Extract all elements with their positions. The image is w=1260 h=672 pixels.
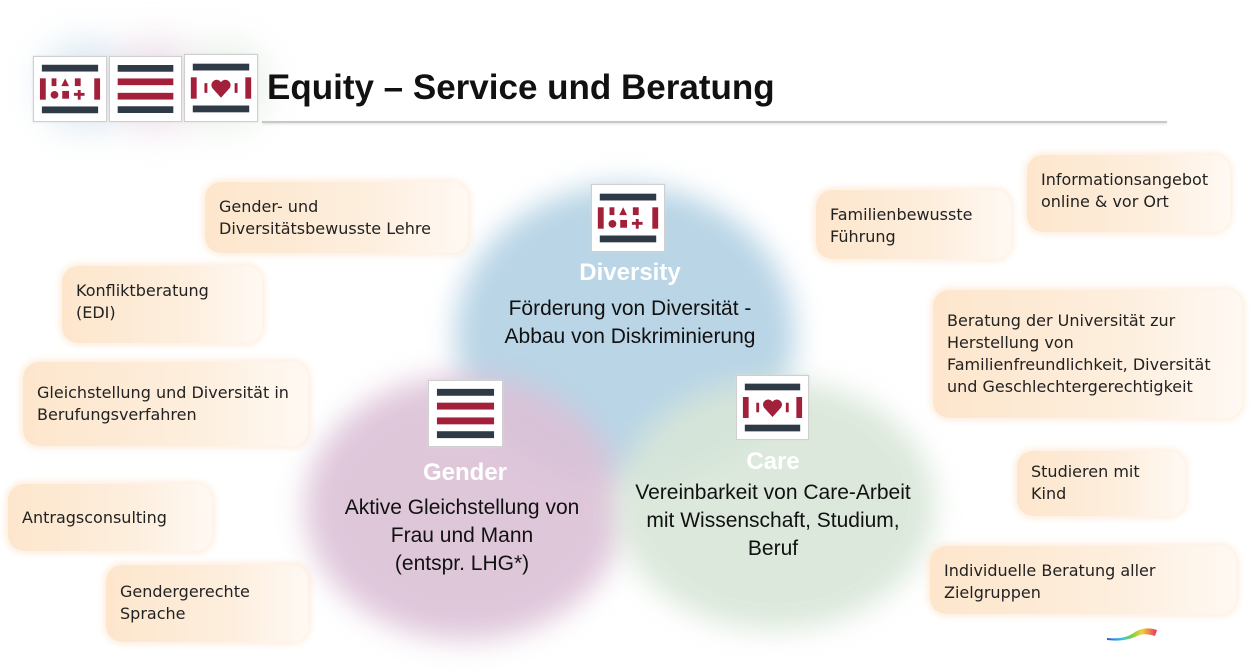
service-box: Beratung der Universität zur Herstellung… bbox=[933, 290, 1242, 418]
page-title: Equity – Service und Beratung bbox=[267, 68, 775, 107]
care-heart-icon bbox=[184, 54, 258, 122]
gender-title: Gender bbox=[422, 459, 508, 486]
gender-stripes-icon bbox=[109, 56, 182, 122]
service-box: Konfliktberatung (EDI) bbox=[62, 266, 262, 343]
service-box: Informationsangebot online & vor Ort bbox=[1027, 155, 1230, 232]
diversity-text: Förderung von Diversität - Abbau von Dis… bbox=[504, 297, 756, 348]
gender-text: Aktive Gleichstellung von Frau und Mann … bbox=[344, 496, 580, 575]
diversity-symbols-icon bbox=[591, 184, 665, 252]
service-box: Familienbewusste Führung bbox=[816, 190, 1011, 259]
service-box: Gleichstellung und Diversität in Berufun… bbox=[23, 362, 308, 446]
care-text: Vereinbarkeit von Care-Arbeit mit Wissen… bbox=[635, 481, 911, 560]
diversity-title: Diversity bbox=[579, 259, 681, 286]
service-box: Individuelle Beratung aller Zielgruppen bbox=[930, 546, 1236, 614]
care-heart-icon bbox=[736, 375, 809, 440]
service-box: Studieren mit Kind bbox=[1017, 451, 1185, 516]
diversity-symbols-icon bbox=[33, 56, 107, 122]
rainbow-logo-icon bbox=[1107, 628, 1157, 641]
title-divider bbox=[262, 121, 1167, 123]
care-title: Care bbox=[746, 448, 800, 475]
service-box: Gendergerechte Sprache bbox=[106, 565, 308, 642]
service-box: Gender- und Diversitätsbewusste Lehre bbox=[205, 182, 468, 253]
service-box: Antragsconsulting bbox=[8, 484, 212, 551]
gender-stripes-icon bbox=[428, 380, 503, 447]
